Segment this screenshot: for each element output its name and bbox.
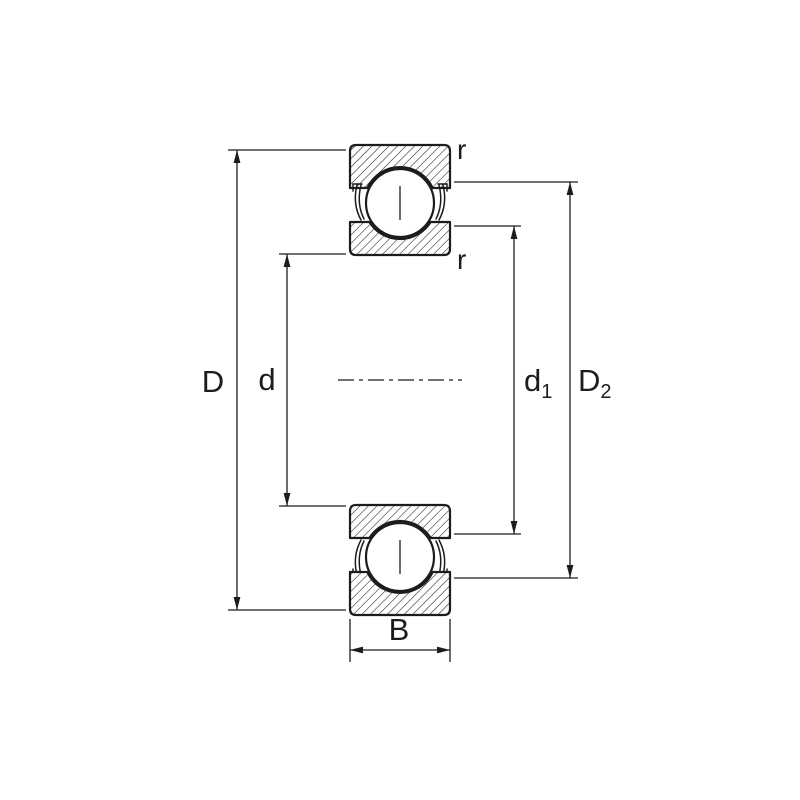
outer-ring-bottom — [348, 570, 452, 617]
arrowhead-up — [510, 226, 518, 239]
arrowhead-down — [566, 565, 574, 578]
inner-ring-top — [348, 220, 452, 257]
dimension-B: B — [349, 612, 451, 662]
arrowhead-right — [437, 646, 450, 654]
arrowhead-left — [350, 646, 363, 654]
label-r-outer: r — [457, 134, 466, 165]
dimension-D: D — [202, 149, 346, 611]
outer-ring-top — [348, 143, 452, 190]
shield-left-top — [352, 183, 365, 221]
dimension-d1: d1 — [454, 225, 552, 535]
arrowhead-up — [233, 150, 241, 163]
shield-right-bottom — [435, 539, 448, 577]
dimension-D2: D2 — [454, 181, 612, 579]
label-d1: d1 — [524, 363, 552, 403]
shield-right-top — [435, 183, 448, 221]
label-D2: D2 — [578, 363, 612, 403]
label-d: d — [258, 362, 275, 397]
dimension-d: d — [258, 253, 346, 507]
arrowhead-up — [566, 182, 574, 195]
arrowhead-down — [510, 521, 518, 534]
arrowhead-down — [283, 493, 291, 506]
arrowhead-down — [233, 597, 241, 610]
bearing-section-bottom — [348, 503, 452, 617]
label-B: B — [389, 612, 410, 647]
inner-ring-bottom — [348, 503, 452, 540]
shield-left-bottom — [352, 539, 365, 577]
label-D: D — [202, 364, 224, 399]
bearing-section-top — [348, 143, 452, 257]
arrowhead-up — [283, 254, 291, 267]
label-r-inner: r — [457, 244, 466, 275]
